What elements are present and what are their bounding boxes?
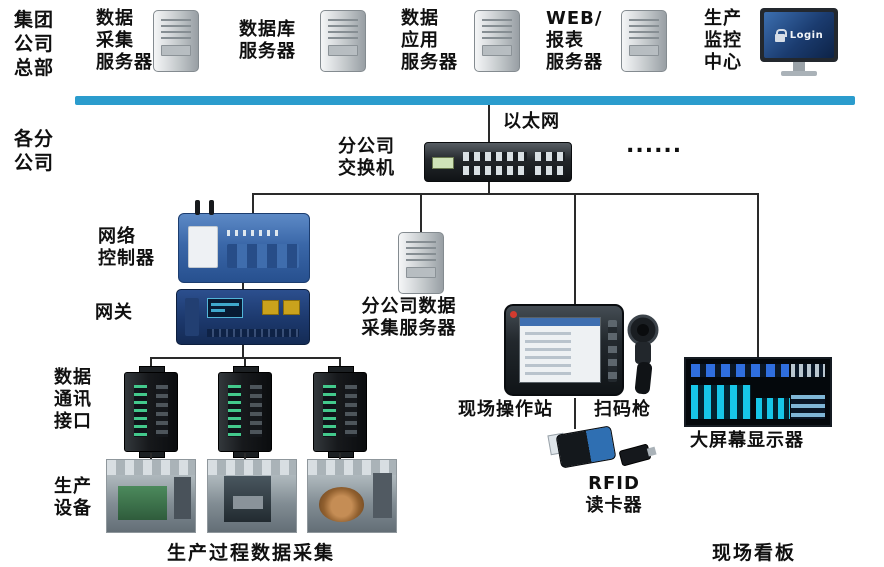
server-icon-database [320,10,366,72]
login-screen: Login [764,12,834,58]
display-bars [756,398,790,419]
label-field-station: 现场操作站 [458,399,553,420]
usb-dongle-icon [618,443,652,467]
rfid-reader-icon [555,425,617,469]
connector-comm3-equip [339,453,341,460]
equipment-photo [207,459,297,533]
display-row [791,364,825,377]
label-ethernet: 以太网 [503,111,560,132]
gateway-vent [207,329,299,337]
ethernet-port-icon [283,300,300,315]
connector-to-comm1 [150,357,152,373]
comm-connector [139,366,165,373]
connector-to-controller [252,193,254,214]
label-branch-server: 分公司数据 采集服务器 [361,296,457,339]
connector-to-display [757,193,759,357]
display-grid [791,395,825,419]
comm-connector [233,366,259,373]
display-row [691,364,789,377]
label-hq-region: 集团 公司 总部 [14,9,55,79]
connector-gateway-bus [242,345,244,358]
field-station-icon [504,304,624,396]
switch-ports [535,152,565,161]
ellipsis-more-branches: ...... [626,133,683,158]
label-equipment: 生产 设备 [54,476,92,519]
switch-display [432,157,454,169]
controller-slots [227,244,299,268]
connector-comm1-equip [150,453,152,460]
label-branch-switch: 分公司 交换机 [338,136,395,179]
display-bars [691,385,751,419]
server-icon-branch-collect [398,232,444,294]
connector-to-branch-server [420,193,422,232]
comm-interface-icon [218,366,272,458]
connector-distribution-bus [252,193,759,195]
switch-ports [463,166,527,175]
label-web-report-server: WEB/ 报表 服务器 [546,8,603,73]
gateway-bracket [185,298,199,336]
comm-interface-icon [124,366,178,458]
connector-to-comm3 [339,357,341,373]
server-icon-data-app [474,10,520,72]
monitor-icon: Login [760,8,838,80]
antenna-icon [209,200,214,215]
label-branches-region: 各分 公司 [14,128,55,174]
label-monitor-center: 生产 监控 中心 [704,8,742,73]
monitor-stand [793,62,805,71]
station-screen [519,317,601,383]
label-rfid: RFID 读卡器 [585,473,643,516]
lock-icon [774,28,787,42]
large-display-icon [684,357,832,427]
switch-ports [463,152,527,161]
label-scanner: 扫码枪 [594,399,651,420]
label-big-display: 大屏幕显示器 [690,430,804,451]
connector-to-comm2 [244,357,246,373]
caption-process-data-collect: 生产过程数据采集 [167,542,336,564]
ethernet-backbone-bar [75,96,855,105]
connector-controller-gateway [242,283,244,290]
comm-connector [139,451,165,458]
label-database-server: 数据库 服务器 [239,19,296,62]
network-controller-icon [178,200,310,283]
switch-icon [424,142,572,182]
monitor-base [781,71,817,76]
monitor-frame: Login [760,8,838,62]
comm-connector [233,451,259,458]
label-comm-interface: 数据 通讯 接口 [54,367,92,432]
label-gateway: 网关 [95,302,133,323]
comm-connector [328,451,354,458]
controller-label-panel [188,226,218,268]
comm-interface-icon [313,366,367,458]
connector-comm2-equip [244,453,246,460]
connector-backbone-switch [488,105,490,143]
switch-ports [535,166,565,175]
login-text: Login [789,29,824,41]
gateway-icon [176,289,310,345]
controller-leds [227,230,283,236]
connector-station-rfid [574,398,576,429]
gateway-screen [207,298,243,318]
comm-connector [328,366,354,373]
equipment-photo [307,459,397,533]
equipment-photo [106,459,196,533]
connector-to-station [574,193,576,305]
label-data-app-server: 数据 应用 服务器 [401,8,458,73]
server-icon-web-report [621,10,667,72]
power-led [510,311,517,318]
antenna-icon [195,200,200,215]
server-icon-data-collect [153,10,199,72]
station-buttons [608,320,617,382]
connector-switch-bus [488,182,490,194]
ethernet-port-icon [262,300,279,315]
label-network-controller: 网络 控制器 [98,226,155,269]
label-data-collect-server: 数据 采集 服务器 [96,8,153,73]
barcode-scanner-icon [627,314,659,395]
caption-kanban: 现场看板 [712,542,797,564]
